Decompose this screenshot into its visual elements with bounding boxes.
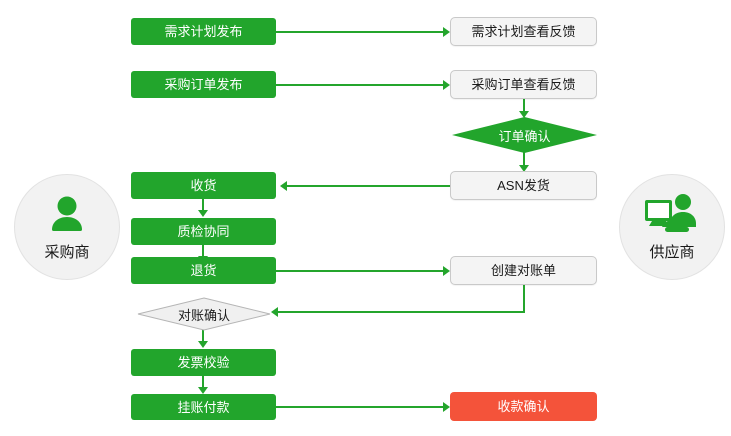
node-payable-payment[interactable]: 挂账付款 [131, 394, 276, 420]
edge-purchase-order-arrow [443, 80, 450, 90]
edge-payment-to-receipt-confirm-line [276, 406, 443, 408]
node-invoice-verification[interactable]: 发票校验 [131, 349, 276, 376]
node-label: 订单确认 [498, 128, 551, 144]
edge-receipt-to-qc-arrow [198, 210, 208, 217]
actor-supplier[interactable]: 供应商 [619, 174, 725, 280]
node-goods-receipt[interactable]: 收货 [131, 172, 276, 199]
edge-invoice-to-payment-arrow [198, 387, 208, 394]
edge-reconcile-to-invoice-line [202, 330, 204, 342]
edge-confirm-to-asn-line [523, 152, 525, 166]
diamond-shape [137, 297, 271, 331]
node-label: 创建对账单 [490, 263, 556, 278]
node-return-goods[interactable]: 退货 [131, 257, 276, 284]
edge-invoice-to-payment-line [202, 376, 204, 388]
diamond-shape [452, 117, 597, 153]
edge-return-to-statement-line [276, 270, 443, 272]
edge-order-feedback-to-confirm-line [523, 99, 525, 112]
node-label: 退货 [190, 263, 217, 278]
edge-order-feedback-to-confirm-arrow [519, 111, 529, 118]
node-label: 质检协同 [177, 224, 230, 239]
node-label: 收货 [190, 178, 217, 193]
node-label: 对账确认 [177, 307, 230, 323]
node-demand-plan-feedback[interactable]: 需求计划查看反馈 [450, 17, 597, 46]
node-label: 发票校验 [177, 355, 230, 370]
person-icon [45, 193, 89, 237]
edge-asn-to-receipt-line [287, 185, 450, 187]
node-payment-receipt-confirm[interactable]: 收款确认 [450, 392, 597, 421]
edge-receipt-to-qc-line [202, 199, 204, 211]
node-label: 采购订单发布 [164, 77, 243, 92]
node-label: 收款确认 [497, 399, 550, 414]
edge-purchase-order-line [276, 84, 443, 86]
node-label: 需求计划查看反馈 [471, 24, 576, 39]
node-purchase-order-publish[interactable]: 采购订单发布 [131, 71, 276, 98]
edge-demand-plan-line [276, 31, 443, 33]
node-label: 采购订单查看反馈 [471, 77, 576, 92]
edge-reconcile-to-invoice-arrow [198, 341, 208, 348]
edge-statement-to-reconcile-arrow [271, 307, 278, 317]
actor-buyer[interactable]: 采购商 [14, 174, 120, 280]
edge-return-to-statement-arrow [443, 266, 450, 276]
node-order-confirm[interactable]: 订单确认 [452, 117, 597, 153]
edge-confirm-to-asn-arrow [519, 165, 529, 172]
node-reconciliation-confirm[interactable]: 对账确认 [137, 297, 271, 331]
edge-qc-to-return-line [202, 245, 204, 257]
edge-statement-to-reconcile-hline [278, 311, 525, 313]
node-create-statement[interactable]: 创建对账单 [450, 256, 597, 285]
node-demand-plan-publish[interactable]: 需求计划发布 [131, 18, 276, 45]
node-asn-shipment[interactable]: ASN发货 [450, 171, 597, 200]
edge-statement-to-reconcile-vline [523, 285, 525, 312]
edge-asn-to-receipt-arrow [280, 181, 287, 191]
node-label: 需求计划发布 [164, 24, 243, 39]
edge-demand-plan-arrow [443, 27, 450, 37]
node-label: ASN发货 [497, 178, 550, 193]
node-quality-inspection[interactable]: 质检协同 [131, 218, 276, 245]
person-at-computer-icon [643, 193, 701, 237]
node-purchase-order-feedback[interactable]: 采购订单查看反馈 [450, 70, 597, 99]
actor-supplier-label: 供应商 [649, 243, 695, 261]
actor-buyer-label: 采购商 [44, 243, 90, 261]
node-label: 挂账付款 [177, 399, 230, 415]
edge-payment-to-receipt-confirm-arrow [443, 402, 450, 412]
